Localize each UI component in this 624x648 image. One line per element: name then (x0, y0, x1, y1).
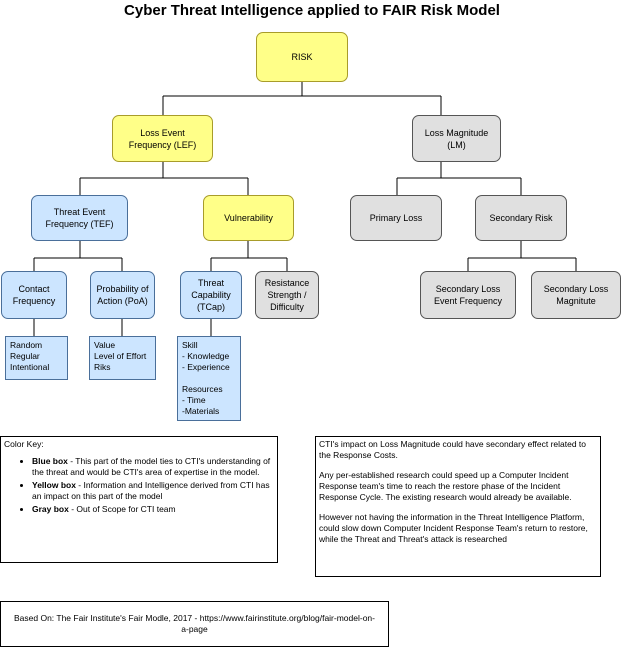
edge-secrisk-children (467, 241, 577, 271)
node-vulnerability: Vulnerability (203, 195, 294, 241)
edge-lm-children (396, 162, 522, 195)
node-threat-event-frequency: Threat Event Frequency (TEF) (31, 195, 128, 241)
edge-vuln-children (210, 241, 288, 271)
edge-leaves (33, 319, 212, 336)
node-loss-event-frequency: Loss Event Frequency (LEF) (112, 115, 213, 162)
cti-impact-note: CTI's impact on Loss Magnitude could hav… (315, 436, 601, 577)
leaf-contact-frequency-values: Random Regular Intentional (5, 336, 68, 380)
node-resistance-strength: Resistance Strength / Difficulty (255, 271, 319, 319)
edge-tef-children (33, 241, 123, 271)
node-secondary-loss-magnitude: Secondary Loss Magnitute (531, 271, 621, 319)
node-secondary-loss-event-frequency: Secondary Loss Event Frequency (420, 271, 516, 319)
node-risk: RISK (256, 32, 348, 82)
diagram-title: Cyber Threat Intelligence applied to FAI… (124, 2, 500, 19)
source-citation: Based On: The Fair Institute's Fair Modl… (0, 601, 389, 647)
color-key-item-gray: Gray box - Out of Scope for CTI team (32, 504, 274, 515)
color-key-item-yellow: Yellow box - Information and Intelligenc… (32, 480, 274, 502)
leaf-poa-values: Value Level of Effort Riks (89, 336, 156, 380)
color-key-heading: Color Key: (4, 439, 44, 449)
cti-note-paragraph: Any per-established research could speed… (319, 470, 572, 502)
edge-lef-children (79, 162, 249, 195)
leaf-tcap-values: Skill - Knowledge - Experience Resources… (177, 336, 241, 421)
color-key-item-blue: Blue box - This part of the model ties t… (32, 456, 274, 478)
node-contact-frequency: Contact Frequency (1, 271, 67, 319)
node-loss-magnitude: Loss Magnitude (LM) (412, 115, 501, 162)
color-key-list: Blue box - This part of the model ties t… (4, 456, 274, 515)
node-primary-loss: Primary Loss (350, 195, 442, 241)
edge-risk-children (162, 82, 442, 115)
node-threat-capability: Threat Capability (TCap) (180, 271, 242, 319)
cti-note-paragraph: CTI's impact on Loss Magnitude could hav… (319, 439, 587, 460)
node-probability-of-action: Probability of Action (PoA) (90, 271, 155, 319)
color-key-panel: Color Key: Blue box - This part of the m… (0, 436, 278, 563)
cti-note-paragraph: However not having the information in th… (319, 512, 588, 544)
node-secondary-risk: Secondary Risk (475, 195, 567, 241)
